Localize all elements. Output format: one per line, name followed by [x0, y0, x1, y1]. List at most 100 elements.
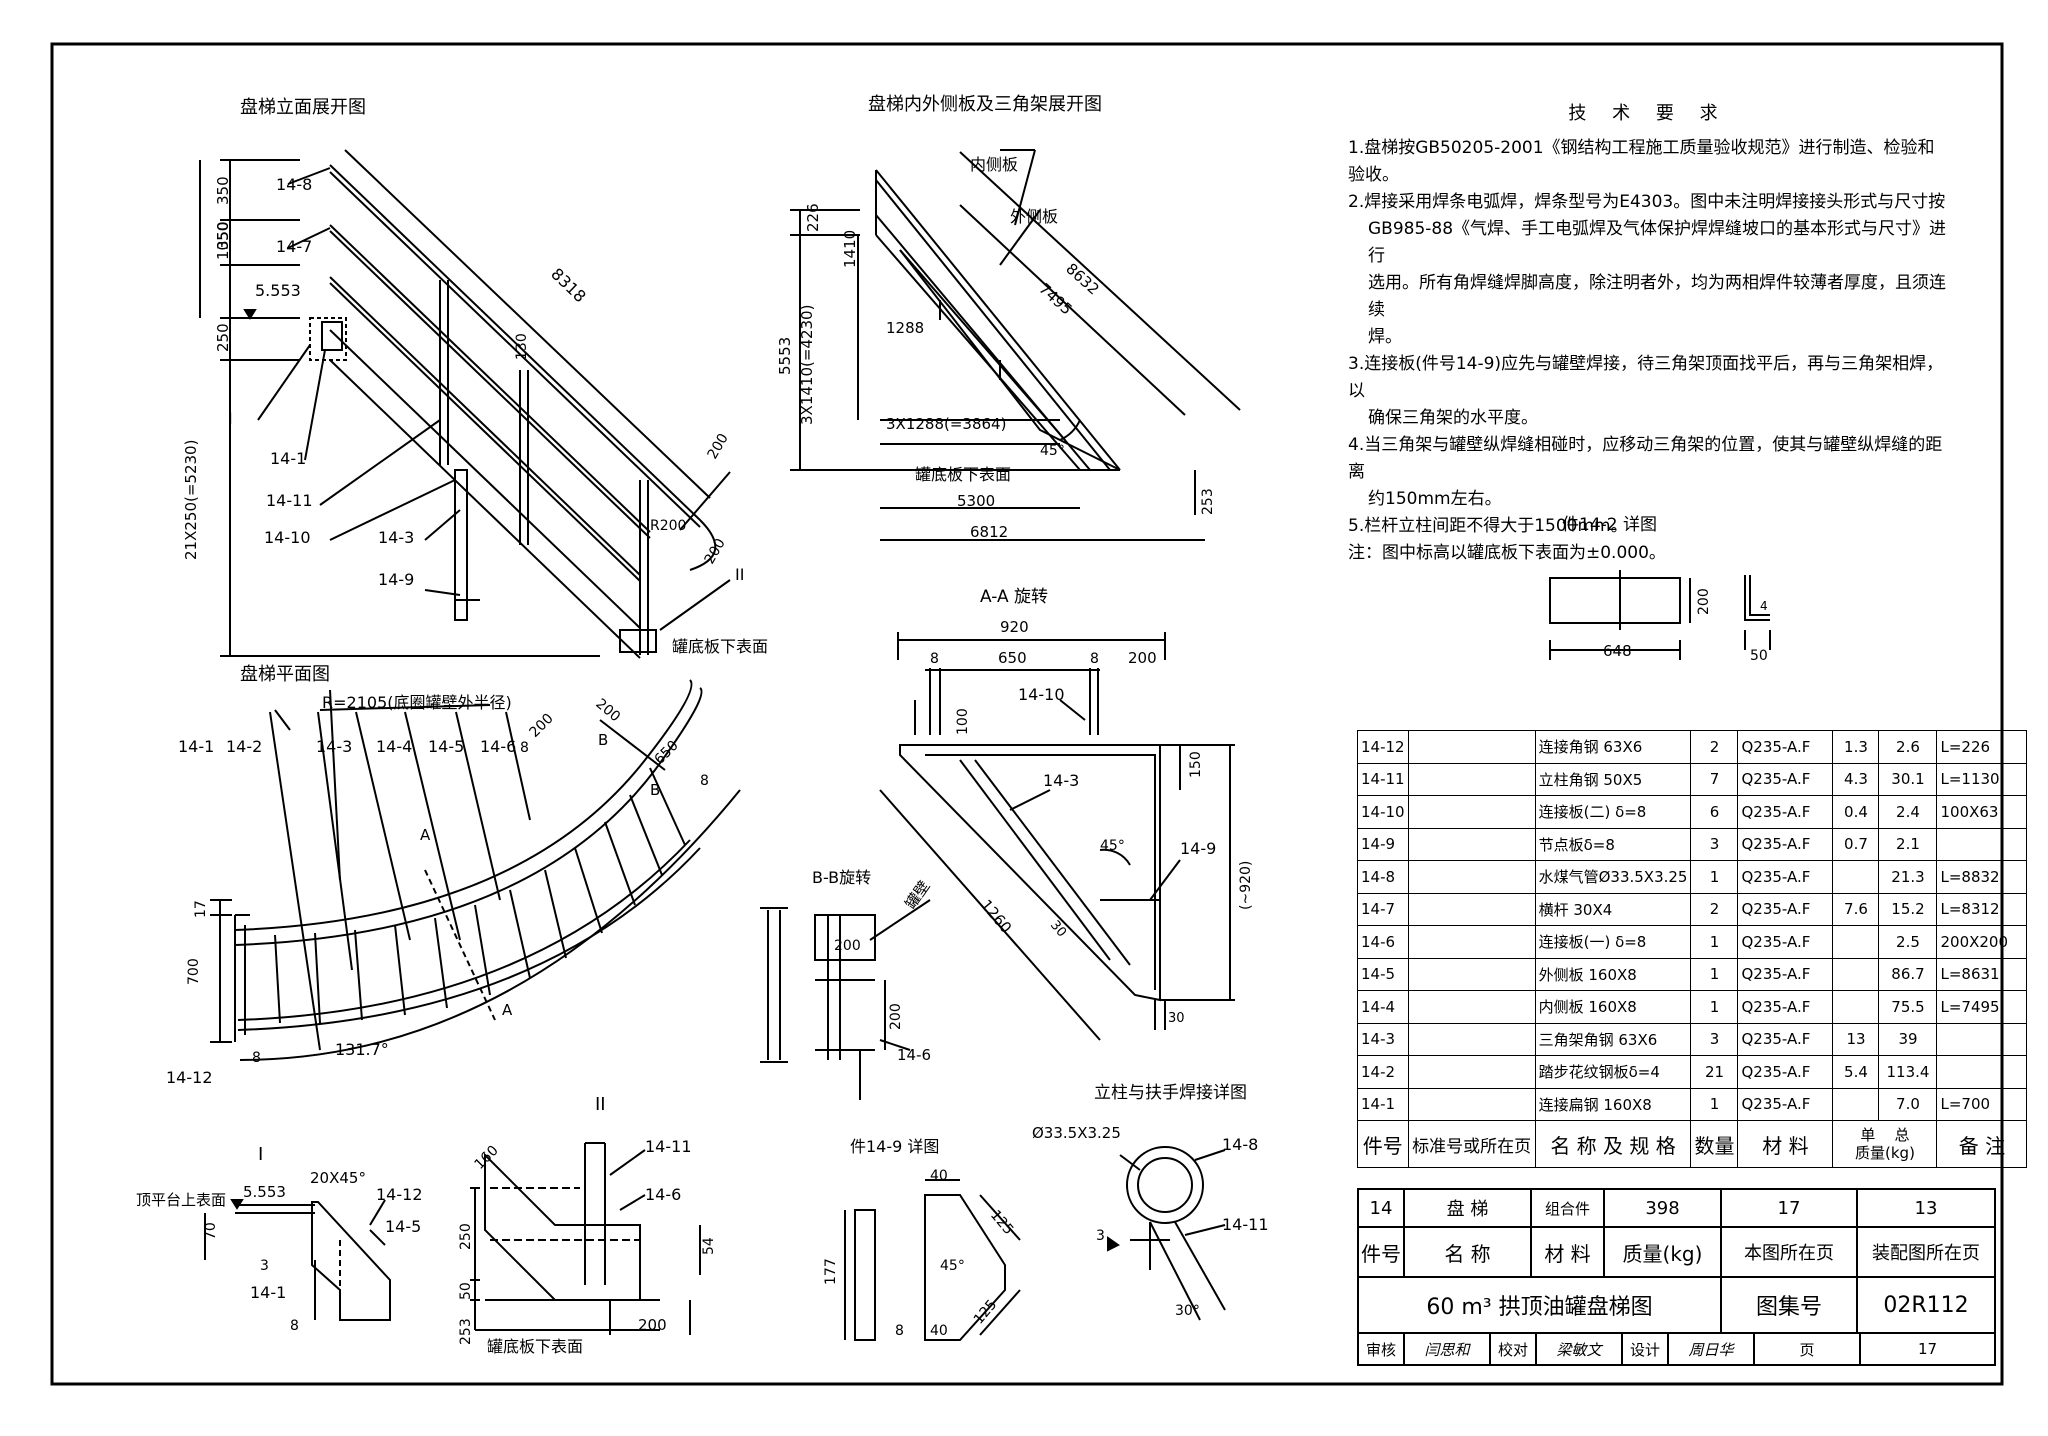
bom-header-mass-label: 质量(kg): [1855, 1144, 1915, 1162]
weld-detail-view: [1107, 1146, 1226, 1321]
plan-dim-700: 700: [186, 958, 202, 985]
bb-label-tank-wall: 罐壁: [902, 877, 934, 912]
bom-cell-total-mass: 2.6: [1878, 730, 1938, 764]
weld-detail-label-14-11: 14-11: [1222, 1215, 1269, 1234]
dim-1288: 1288: [886, 319, 924, 337]
plan-angle: 131.7°: [335, 1040, 389, 1059]
bom-cell-qty: 2: [1690, 730, 1739, 764]
bom-header-name: 名 称 及 规 格: [1534, 1120, 1692, 1168]
bom-cell-material: Q235-A.F: [1737, 795, 1834, 829]
d142-dim-50: 50: [1750, 648, 1768, 664]
aa-label-14-9: 14-9: [1180, 839, 1216, 858]
plan-label-14-6: 14-6: [480, 737, 516, 756]
bom-cell-unit-mass: 7.6: [1832, 892, 1880, 926]
label-14-11: 14-11: [266, 491, 313, 510]
dim-7495: 7495: [1035, 280, 1075, 319]
detail-i-dim-8: 8: [290, 1318, 299, 1334]
detail-i-elevation: 5.553: [243, 1183, 286, 1201]
bom-cell-no: 14-10: [1357, 795, 1409, 829]
label-14-3: 14-3: [378, 528, 414, 547]
tank-bottom-note: 罐底板下表面: [672, 637, 768, 656]
dim-130: 130: [514, 333, 530, 360]
bom-cell-name: 立柱角钢 50X5: [1534, 762, 1692, 796]
bom-cell-std: [1407, 860, 1536, 894]
detail-i-label-14-1: 14-1: [250, 1283, 286, 1302]
detail-i-view: [204, 1199, 391, 1321]
unfold-view: [790, 149, 1241, 541]
aa-dim-200: 200: [1128, 649, 1157, 667]
tb-material: 组合件: [1530, 1188, 1605, 1228]
aa-dim-30a: 30: [1047, 918, 1069, 940]
bom-cell-name: 水煤气管Ø33.5X3.25: [1534, 860, 1692, 894]
bom-header-row: 件号 标准号或所在页 名 称 及 规 格 数量 材 料 单 总 质量(kg) 备…: [1357, 1120, 2028, 1168]
bom-cell-unit-mass: [1832, 925, 1880, 959]
bom-cell-material: Q235-A.F: [1737, 827, 1834, 861]
bom-cell-no: 14-8: [1357, 860, 1409, 894]
requirement-2d: 焊。: [1368, 327, 1402, 347]
bom-cell-no: 14-2: [1357, 1055, 1409, 1089]
bom-cell-qty: 6: [1690, 795, 1739, 829]
bom-cell-note: L=1130: [1936, 762, 2028, 796]
tb-atlas-no-label: 图集号: [1720, 1276, 1858, 1334]
label-14-8: 14-8: [276, 175, 312, 194]
section-mark-b1: B: [598, 731, 608, 749]
bom-cell-std: [1407, 1087, 1536, 1121]
bom-header-material: 材 料: [1737, 1120, 1834, 1168]
requirement-3b: 确保三角架的水平度。: [1368, 408, 1538, 428]
dim-3x1410: 3X1410(=4230): [798, 305, 816, 425]
bom-cell-no: 14-6: [1357, 925, 1409, 959]
bom-cell-qty: 1: [1690, 925, 1739, 959]
dim-350b: 350: [214, 221, 232, 250]
d142-dim-4: 4: [1760, 599, 1768, 613]
bom-cell-unit-mass: 4.3: [1832, 762, 1880, 796]
weld-detail-pipe: Ø33.5X3.25: [1032, 1124, 1121, 1142]
d142-dim-648: 648: [1603, 642, 1632, 660]
bom-cell-name: 节点板δ=8: [1534, 827, 1692, 861]
bom-cell-unit-mass: [1832, 860, 1880, 894]
bom-cell-total-mass: 7.0: [1878, 1087, 1938, 1121]
requirement-4b: 约150mm左右。: [1368, 489, 1502, 509]
label-14-1: 14-1: [270, 449, 306, 468]
requirement-1: 1.盘梯按GB50205-2001《钢结构工程施工质量验收规范》进行制造、检验和…: [1348, 138, 1935, 185]
detail-ii-dim-200: 200: [638, 1316, 667, 1334]
section-bb-view: [760, 899, 931, 1100]
sig-check-label: 校对: [1490, 1334, 1537, 1364]
tb-mass: 398: [1603, 1188, 1722, 1228]
label-I: I: [228, 409, 233, 428]
detail-i-label-14-12: 14-12: [376, 1185, 423, 1204]
tb-label-mass: 质量(kg): [1603, 1226, 1722, 1278]
detail-ii-label-14-11: 14-11: [645, 1137, 692, 1156]
section-mark-a2: A: [502, 1001, 513, 1019]
bom-cell-note: L=8832: [1936, 860, 2028, 894]
label-inner-plate: 内侧板: [970, 155, 1018, 174]
bom-cell-unit-mass: [1832, 1087, 1880, 1121]
label-14-9: 14-9: [378, 570, 414, 589]
detail-ii-dim-253: 253: [458, 1318, 474, 1345]
bom-cell-no: 14-3: [1357, 1022, 1409, 1056]
weld-detail-title: 立柱与扶手焊接详图: [1094, 1083, 1247, 1103]
dim-250: 250: [214, 323, 232, 352]
plan-dim-200b: 200: [592, 696, 623, 725]
bom-cell-note: L=226: [1936, 730, 2028, 764]
bom-cell-note: L=700: [1936, 1087, 2028, 1121]
bom-cell-qty: 1: [1690, 957, 1739, 991]
bom-cell-total-mass: 2.1: [1878, 827, 1938, 861]
plan-label-14-3: 14-3: [316, 737, 352, 756]
bom-cell-name: 连接板(二) δ=8: [1534, 795, 1692, 829]
plan-view-title: 盘梯平面图: [240, 664, 330, 685]
bom-cell-material: Q235-A.F: [1737, 990, 1834, 1024]
detail-i-weld: 3: [260, 1258, 269, 1274]
bom-cell-material: Q235-A.F: [1737, 1022, 1834, 1056]
dim-350a: 350: [214, 176, 232, 205]
bom-cell-std: [1407, 827, 1536, 861]
elevation-view: [199, 149, 731, 659]
technical-requirements: 技 术 要 求 1.盘梯按GB50205-2001《钢结构工程施工质量验收规范》…: [1348, 100, 1948, 567]
bom-cell-no: 14-7: [1357, 892, 1409, 926]
bom-cell-total-mass: 15.2: [1878, 892, 1938, 926]
label-outer-plate: 外侧板: [1010, 207, 1058, 226]
sig-design-name: 周日华: [1668, 1334, 1755, 1364]
d149-dim-40a: 40: [930, 1168, 948, 1184]
